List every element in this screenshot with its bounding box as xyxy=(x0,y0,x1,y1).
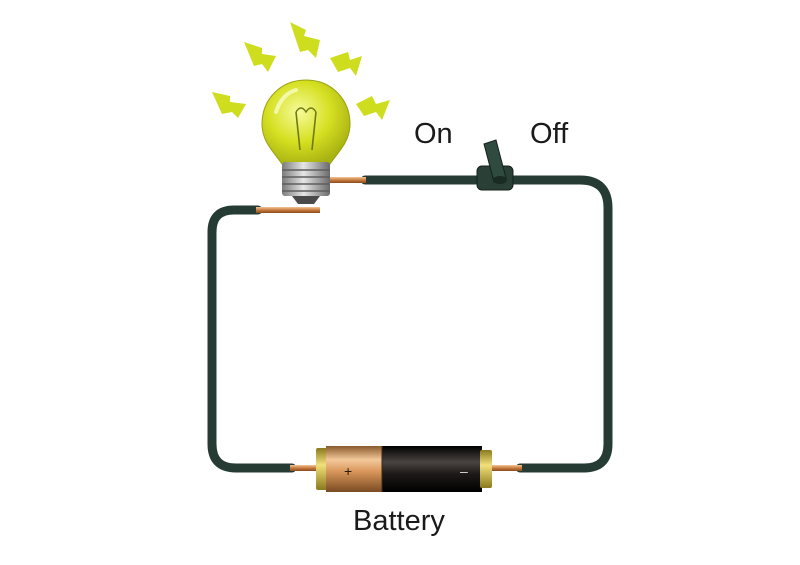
wire xyxy=(207,175,613,473)
copper-leads xyxy=(256,177,522,471)
switch-on-label: On xyxy=(414,118,453,150)
light-bulb-icon xyxy=(261,79,351,204)
battery-negative-symbol: – xyxy=(460,463,468,479)
battery-label: Battery xyxy=(353,505,445,537)
glow-rays xyxy=(212,22,390,120)
battery-icon: + – xyxy=(316,446,492,492)
battery-positive-symbol: + xyxy=(344,463,352,479)
toggle-switch-icon[interactable] xyxy=(476,139,514,191)
switch-off-label: Off xyxy=(530,118,569,150)
